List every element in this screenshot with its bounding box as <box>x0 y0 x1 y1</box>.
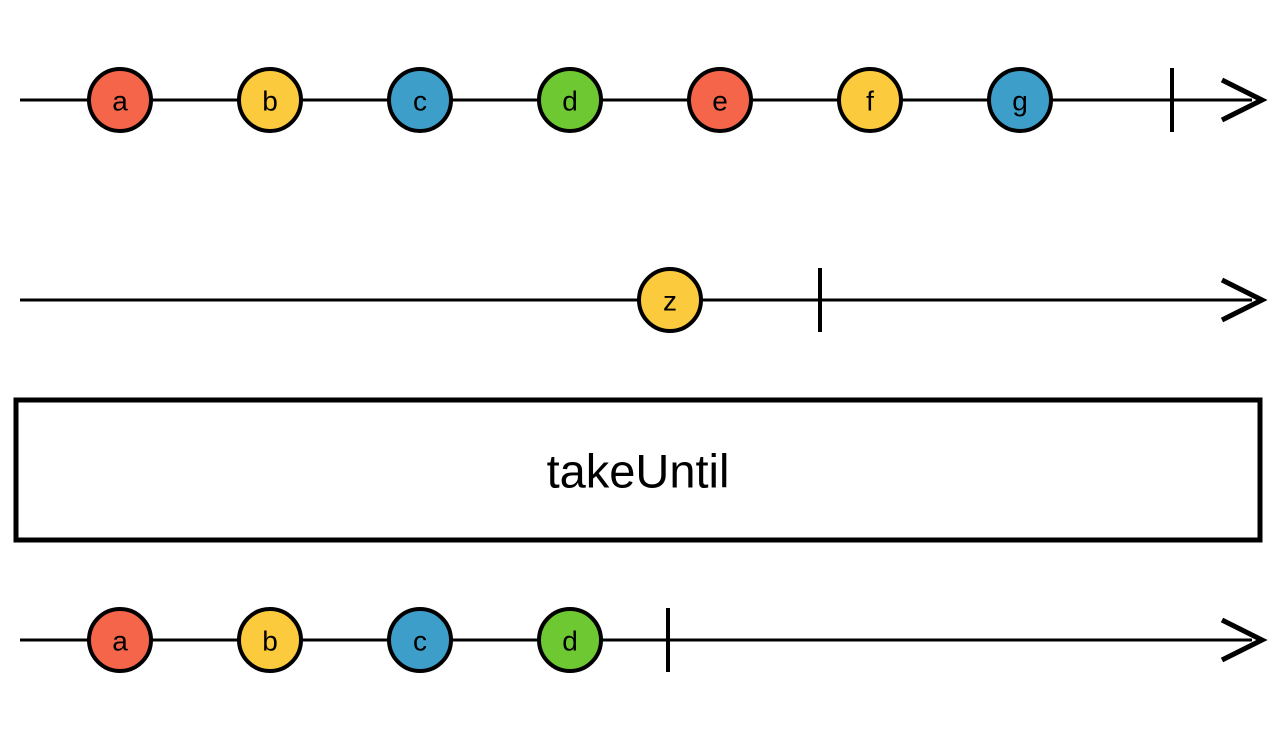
marble-label-a: a <box>112 86 128 117</box>
marble-circle-g[interactable] <box>987 67 1053 133</box>
operator-box-group: takeUntil <box>13 397 1263 543</box>
marble-circle-f[interactable] <box>837 67 903 133</box>
marble-label-f: f <box>866 86 874 117</box>
marble-circle-d <box>537 607 603 673</box>
marble-circle-d[interactable] <box>537 67 603 133</box>
source-arrowhead-icon <box>1220 77 1268 123</box>
marble-circle-e[interactable] <box>687 67 753 133</box>
marble-circle-b[interactable] <box>237 67 303 133</box>
source-marble-g[interactable]: g <box>987 67 1053 133</box>
output-arrowhead-icon <box>1220 617 1268 663</box>
marble-circle-b <box>237 607 303 673</box>
marble-label-d: d <box>562 86 578 117</box>
output-marble-c: c <box>387 607 453 673</box>
output-marble-d: d <box>537 607 603 673</box>
marble-circle-c <box>387 607 453 673</box>
notifier-timeline: z <box>20 267 1268 333</box>
marble-circle-z[interactable] <box>637 267 703 333</box>
source-marble-f[interactable]: f <box>837 67 903 133</box>
marble-label-b: b <box>262 86 278 117</box>
marble-label-a: a <box>112 626 128 657</box>
timelines: a b c d e f g z a b c d <box>20 67 1268 673</box>
output-timeline: a b c d <box>20 607 1268 673</box>
marble-label-c: c <box>413 86 427 117</box>
operator-box <box>13 397 1263 543</box>
marble-label-g: g <box>1012 86 1028 117</box>
source-marble-a[interactable]: a <box>87 67 153 133</box>
marble-circle-a <box>87 607 153 673</box>
source-marble-c[interactable]: c <box>387 67 453 133</box>
source-marble-d[interactable]: d <box>537 67 603 133</box>
source-marble-b[interactable]: b <box>237 67 303 133</box>
source-marble-e[interactable]: e <box>687 67 753 133</box>
marble-label-d: d <box>562 626 578 657</box>
marble-circle-a[interactable] <box>87 67 153 133</box>
marble-circle-c[interactable] <box>387 67 453 133</box>
source-timeline: a b c d e f g <box>20 67 1268 133</box>
marble-label-c: c <box>413 626 427 657</box>
marble-label-b: b <box>262 626 278 657</box>
marble-label-e: e <box>712 86 728 117</box>
notifier-marble-z[interactable]: z <box>637 267 703 333</box>
marble-label-z: z <box>663 286 677 317</box>
output-marble-a: a <box>87 607 153 673</box>
output-marble-b: b <box>237 607 303 673</box>
operator-label: takeUntil <box>547 445 730 498</box>
notifier-arrowhead-icon <box>1220 277 1268 323</box>
